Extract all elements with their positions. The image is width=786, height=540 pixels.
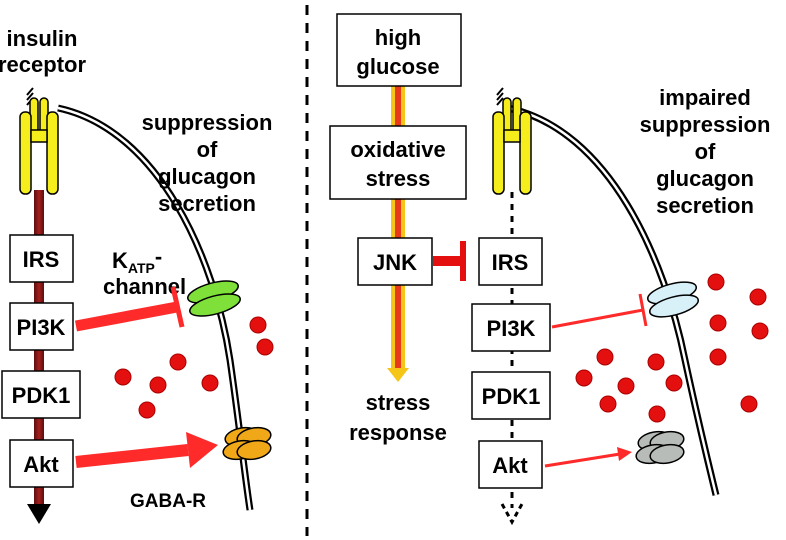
- right-outcome-line2: suppression: [640, 112, 771, 137]
- pdk1-box-right: [471, 371, 551, 420]
- gaba-receptor-impaired: [635, 430, 685, 465]
- oxidative-stress-line1: oxidative: [350, 137, 445, 162]
- glucagon-granules-left: [114, 316, 274, 419]
- oxidative-stress-line2: stress: [366, 166, 431, 191]
- receptor-label-line1: insulin: [7, 26, 78, 51]
- left-outcome-line4: secretion: [158, 191, 256, 216]
- irs-label-right: IRS: [492, 250, 529, 275]
- pi3k-katp-inhibition-bar: [170, 286, 185, 328]
- jnk-box: [357, 237, 433, 286]
- pdk1-box-left: [1, 370, 81, 419]
- signaling-arrowhead-active: [27, 504, 51, 524]
- left-outcome-line2: of: [197, 137, 218, 162]
- akt-label-right: Akt: [492, 453, 528, 478]
- irs-box-left: [9, 234, 74, 283]
- left-panel: insulin receptor suppression of glucagon…: [0, 26, 274, 524]
- stress-arrow-core: [395, 80, 401, 368]
- high-glucose-line2: glucose: [356, 54, 439, 79]
- akt-box-right: [478, 440, 543, 489]
- stress-arrow-head: [387, 368, 409, 382]
- left-outcome-line3: glucagon: [158, 164, 256, 189]
- katp-channel-impaired: [646, 281, 700, 318]
- pi3k-box-right: [471, 303, 551, 352]
- stress-response-line1: stress: [366, 390, 431, 415]
- katp-label: KATP-: [112, 244, 162, 276]
- akt-gaba-activation: [75, 444, 189, 468]
- pi3k-box-left: [9, 302, 74, 351]
- right-outcome-line4: glucagon: [656, 166, 754, 191]
- akt-box-left: [9, 439, 74, 488]
- oxidative-stress-box: [329, 125, 467, 200]
- gaba-receptor-active: [222, 426, 272, 461]
- irs-box-right: [478, 237, 543, 286]
- akt-gaba-activation-weak: [544, 452, 621, 468]
- katp-channel-active: [187, 280, 241, 317]
- middle-panel: high glucose oxidative stress JNK stress…: [329, 13, 467, 445]
- pi3k-label-left: PI3K: [17, 315, 66, 340]
- right-panel: impaired suppression of glucagon secreti…: [471, 85, 771, 526]
- left-outcome-line1: suppression: [142, 110, 273, 135]
- insulin-receptor-right: [492, 87, 532, 195]
- stress-response-line2: response: [349, 420, 447, 445]
- akt-gaba-arrowhead-weak: [617, 447, 632, 461]
- akt-gaba-arrowhead: [186, 432, 218, 468]
- pi3k-katp-inhibition-weak-bar: [638, 293, 648, 327]
- right-outcome-line3: of: [695, 139, 716, 164]
- receptor-label-line2: receptor: [0, 52, 86, 77]
- signaling-arrowhead-impaired: [500, 503, 524, 526]
- right-outcome-line5: secretion: [656, 193, 754, 218]
- insulin-receptor: [19, 87, 59, 195]
- jnk-label: JNK: [373, 250, 417, 275]
- right-outcome-line1: impaired: [659, 85, 751, 110]
- high-glucose-box: [336, 13, 462, 87]
- gaba-r-label: GABA-R: [130, 491, 206, 512]
- pdk1-label-left: PDK1: [12, 383, 71, 408]
- akt-label-left: Akt: [23, 452, 59, 477]
- pi3k-label-right: PI3K: [487, 316, 536, 341]
- irs-label-left: IRS: [23, 247, 60, 272]
- pdk1-label-right: PDK1: [482, 384, 541, 409]
- glucagon-granules-right: [575, 273, 769, 423]
- pi3k-katp-inhibition: [74, 301, 179, 332]
- high-glucose-line1: high: [375, 25, 421, 50]
- pi3k-katp-inhibition-weak: [551, 308, 644, 329]
